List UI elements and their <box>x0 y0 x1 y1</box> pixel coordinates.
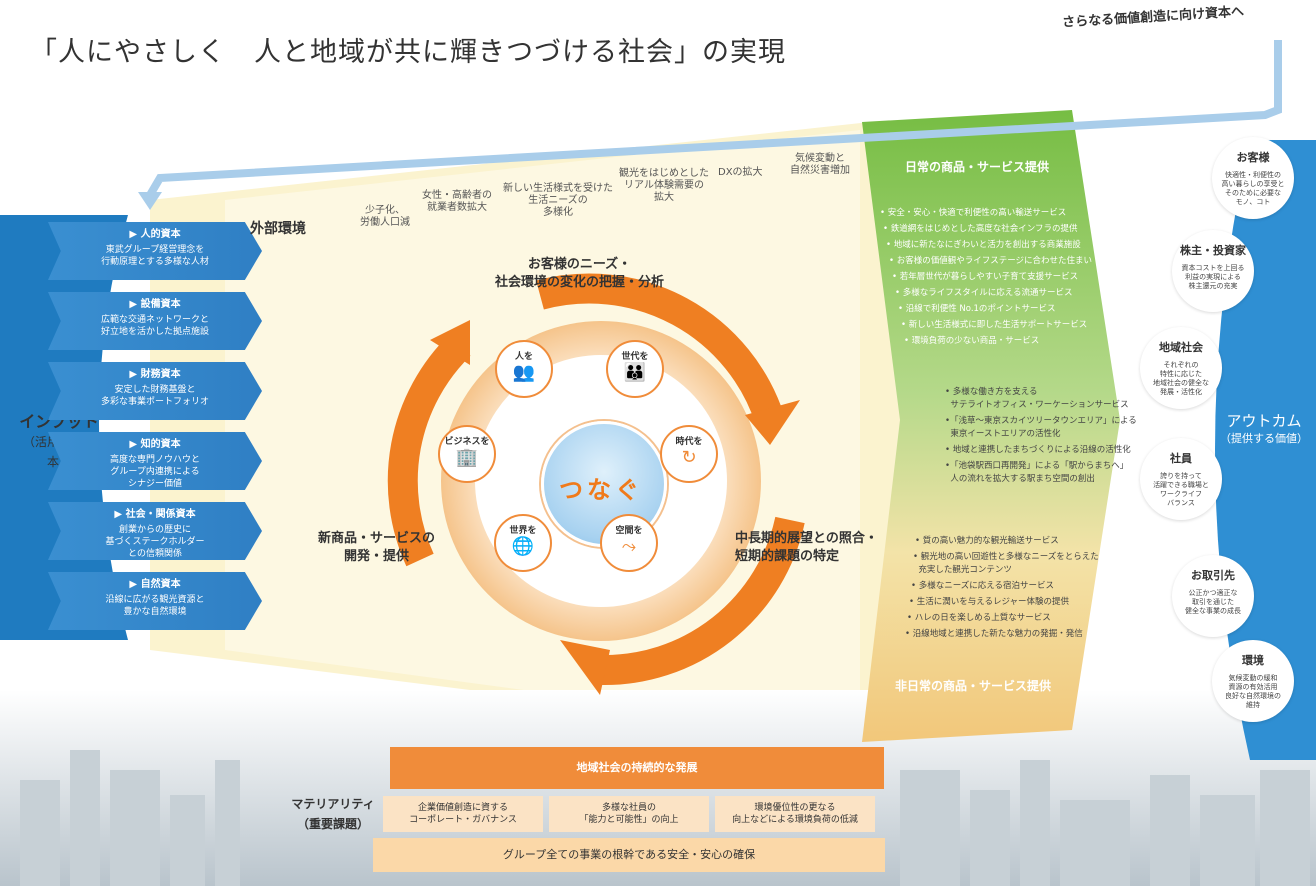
daily-service-item: • お客様の価値観やライフステージに合わせた住まい <box>889 256 1093 266</box>
outcome-heading: お客様 <box>1236 151 1270 164</box>
materiality-label: マテリアリティ （重要課題） <box>291 797 375 831</box>
globe-icon: 🌐 <box>511 536 535 557</box>
area-services-list: • 多様な働き方を支える サテライトオフィス・ワーケーションサービス •「浅草〜東… <box>945 386 1137 489</box>
area-service-item: •「池袋駅西口再開発」による「駅からまちへ」 人の流れを拡大する駅まち空間の創出 <box>945 461 1129 484</box>
nondaily-services-list: • 質の高い魅力的な観光輸送サービス • 観光地の高い回遊性と多様なニーズをとらえ… <box>905 535 1099 644</box>
connect-node-label: ビジネスを <box>444 437 490 447</box>
external-environment-item: 新しい生活様式を受けた 生活ニーズの 多様化 <box>503 183 613 218</box>
materiality-environment: 環境優位性の更なる 向上などによる環境負荷の低減 <box>715 796 875 832</box>
input-capital-box: ▶ 人的資本東武グループ経営理念を 行動原理とする多様な人材 <box>48 222 262 280</box>
daily-service-item: • 環境負荷の少ない商品・サービス <box>904 336 1040 346</box>
external-environment-item: 気候変動と 自然災害増加 <box>790 153 850 176</box>
external-environment-item: 観光をはじめとした リアル体験需要の 拡大 <box>619 168 709 203</box>
input-capital-box: ▶ 財務資本安定した財務基盤と 多彩な事業ポートフォリオ <box>48 362 262 420</box>
connect-node: 時代を↻ <box>660 425 718 483</box>
daily-service-item: • 安全・安心・快適で利便性の高い輸送サービス <box>880 208 1067 218</box>
outcome-item: 株主・投資家資本コストを上回る 利益の実現による 株主還元の充実 <box>1172 230 1254 312</box>
outcome-heading: 株主・投資家 <box>1180 244 1246 257</box>
connect-node-label: 世界を <box>509 526 537 536</box>
outcome-desc: 資本コストを上回る 利益の実現による 株主還元の充実 <box>1181 264 1245 290</box>
area-service-item: • 多様な働き方を支える サテライトオフィス・ワーケーションサービス <box>945 387 1129 410</box>
nondaily-service-item: • 生活に潤いを与えるレジャー体験の提供 <box>909 597 1070 607</box>
input-capital-desc: 広範な交通ネットワークと 好立地を活かした拠点施設 <box>100 315 209 337</box>
outcome-heading: お取引先 <box>1191 569 1235 582</box>
connect-node: 世界を🌐 <box>494 514 552 572</box>
input-capital-desc: 沿線に広がる観光資源と 豊かな自然環境 <box>105 595 205 617</box>
nondaily-service-item: • 観光地の高い回遊性と多様なニーズをとらえた 充実した観光コンテンツ <box>913 552 1099 575</box>
input-capital-desc: 高度な専門ノウハウと グループ内連携による シナジー価値 <box>109 455 200 489</box>
daily-service-item: • 新しい生活様式に即した生活サポートサービス <box>901 320 1088 330</box>
route-icon: ⤳ <box>621 536 637 557</box>
connect-node-label: 時代を <box>675 437 703 447</box>
daily-service-item: • 沿線で利便性 No.1のポイントサービス <box>898 304 1056 314</box>
cycle-label-right: 中長期的展望との照合・ 短期的課題の特定 <box>735 531 878 564</box>
input-capital-desc: 安定した財務基盤と 多彩な事業ポートフォリオ <box>100 385 209 407</box>
input-capital-box: ▶ 設備資本広範な交通ネットワークと 好立地を活かした拠点施設 <box>48 292 262 350</box>
external-environment-item: 少子化、 労働人口減 <box>360 205 410 228</box>
daily-service-item: • 若年層世代が暮らしやすい子育て支援サービス <box>892 272 1079 282</box>
nondaily-services-title: 非日常の商品・サービス提供 <box>895 679 1052 693</box>
connect-node: ビジネスを🏢 <box>438 425 496 483</box>
input-capital-desc: 東武グループ経営理念を 行動原理とする多様な人材 <box>101 245 209 267</box>
input-capital-heading: ▶ 設備資本 <box>129 299 181 310</box>
daily-services-title: 日常の商品・サービス提供 <box>905 160 1050 174</box>
materiality-bottom: グループ全ての事業の根幹である安全・安心の確保 <box>373 838 885 872</box>
daily-service-item: • 地域に新たなにぎわいと活力を創出する商業施設 <box>886 240 1081 250</box>
outcome-item: 社員誇りを持って 活躍できる職場と ワークライフ バランス <box>1140 438 1222 520</box>
input-capital-box: ▶ 自然資本沿線に広がる観光資源と 豊かな自然環境 <box>48 572 262 630</box>
center-hub-label: つなぐ <box>559 476 643 504</box>
nondaily-service-item: • 質の高い魅力的な観光輸送サービス <box>915 536 1059 546</box>
connect-node: 空間を⤳ <box>600 514 658 572</box>
outcome-heading: 環境 <box>1242 654 1264 667</box>
input-capital-box: ▶ 知的資本高度な専門ノウハウと グループ内連携による シナジー価値 <box>48 432 262 490</box>
outcome-desc: 公正かつ適正な 取引を通じた 健全な事業の成長 <box>1185 589 1241 615</box>
materiality-employees: 多様な社員の 「能力と可能性」の向上 <box>549 796 709 832</box>
daily-services-list: • 安全・安心・快適で利便性の高い輸送サービス • 鉄道網をはじめとした高度な社会… <box>880 205 1092 349</box>
materiality-top: 地域社会の持続的な発展 <box>390 747 884 789</box>
nondaily-service-item: • ハレの日を楽しめる上質なサービス <box>907 613 1051 623</box>
area-service-item: • 地域と連携したまちづくりによる沿線の活性化 <box>945 445 1131 455</box>
page-title: 「人にやさしく 人と地域が共に輝きつづける社会」の実現 <box>30 37 786 68</box>
building-icon: 🏢 <box>455 447 479 468</box>
outcome-item: お客様快適性・利便性の 高い暮らしの享受と そのために必要な モノ、コト <box>1212 137 1294 219</box>
input-capital-box: ▶ 社会・関係資本創業からの歴史に 基づくステークホルダー との信頼関係 <box>48 502 262 560</box>
outcome-label: アウトカム （提供する価値） <box>1218 412 1310 448</box>
external-environment-item: DXの拡大 <box>718 167 763 178</box>
outcome-item: お取引先公正かつ適正な 取引を通じた 健全な事業の成長 <box>1172 555 1254 637</box>
outcome-desc: 快適性・利便性の 高い暮らしの享受と そのために必要な モノ、コト <box>1221 171 1285 206</box>
input-capital-desc: 創業からの歴史に 基づくステークホルダー との信頼関係 <box>105 525 205 559</box>
input-capital-heading: ▶ 財務資本 <box>129 369 181 380</box>
family-icon: 👪 <box>623 362 647 383</box>
connect-node-label: 人を <box>514 352 533 362</box>
outcome-item: 環境気候変動の緩和 資源の有効活用 良好な自然環境の 維持 <box>1212 640 1294 722</box>
outcome-desc: 誇りを持って 活躍できる職場と ワークライフ バランス <box>1153 472 1209 507</box>
connect-node-label: 空間を <box>615 526 643 536</box>
daily-service-item: • 鉄道網をはじめとした高度な社会インフラの提供 <box>883 224 1078 234</box>
outcome-heading: 社員 <box>1170 452 1192 465</box>
nondaily-service-item: • 沿線地域と連携した新たな魅力の発掘・発信 <box>905 629 1083 639</box>
connect-node: 人を👥 <box>495 340 553 398</box>
area-service-item: •「浅草〜東京スカイツリータウンエリア」による 東京イーストエリアの活性化 <box>945 416 1137 439</box>
input-capital-heading: ▶ 社会・関係資本 <box>114 509 196 520</box>
people-icon: 👥 <box>512 362 536 383</box>
input-capital-heading: ▶ 人的資本 <box>129 229 181 240</box>
outcome-heading: 地域社会 <box>1159 341 1203 354</box>
outcome-title: アウトカム <box>1226 412 1302 430</box>
outcome-subtitle: （提供する価値） <box>1220 432 1308 445</box>
outcome-item: 地域社会それぞれの 特性に応じた 地域社会の健全な 発展・活性化 <box>1140 327 1222 409</box>
outcome-desc: それぞれの 特性に応じた 地域社会の健全な 発展・活性化 <box>1153 361 1209 396</box>
input-capital-heading: ▶ 知的資本 <box>129 439 181 450</box>
external-environment-item: 女性・高齢者の 就業者数拡大 <box>422 190 492 213</box>
cycle-label-top: お客様のニーズ・ 社会環境の変化の把握・分析 <box>495 257 665 290</box>
materiality-governance: 企業価値創造に資する コーポレート・ガバナンス <box>383 796 543 832</box>
nondaily-service-item: • 多様なニーズに応える宿泊サービス <box>911 581 1055 591</box>
external-environment-title: 外部環境 <box>250 221 306 237</box>
clock-arrow-icon: ↻ <box>681 447 697 468</box>
connect-node: 世代を👪 <box>606 340 664 398</box>
daily-service-item: • 多様なライフスタイルに応える流通サービス <box>895 288 1073 298</box>
connect-node-label: 世代を <box>621 352 649 362</box>
input-capital-heading: ▶ 自然資本 <box>129 579 181 590</box>
outcome-desc: 気候変動の緩和 資源の有効活用 良好な自然環境の 維持 <box>1225 674 1281 709</box>
cycle-label-left: 新商品・サービスの 開発・提供 <box>318 531 436 564</box>
